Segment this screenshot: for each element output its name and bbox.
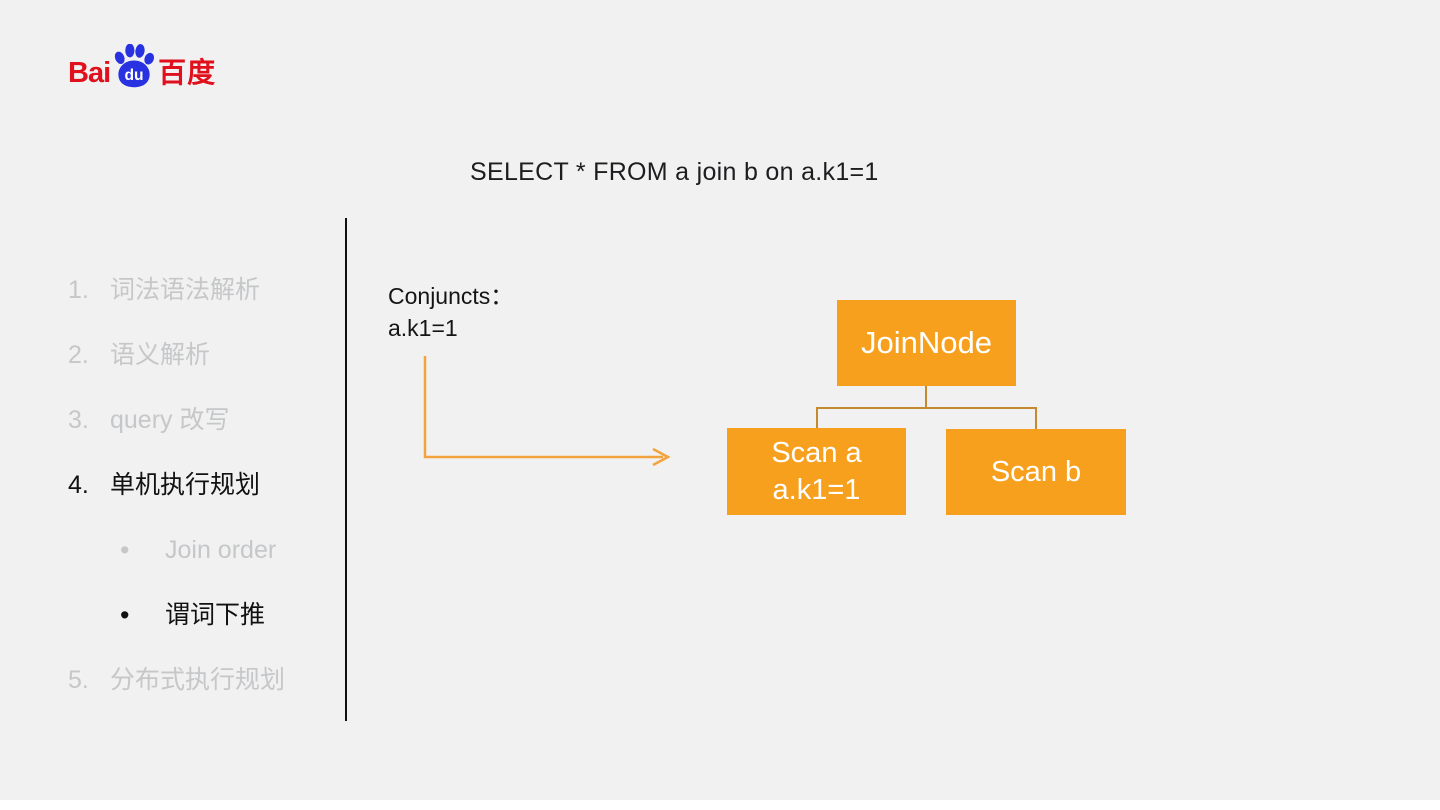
item-label: 单机执行规划 [110, 471, 261, 499]
item-label: 分布式执行规划 [110, 666, 286, 694]
conjuncts-annotation: Conjuncts： a.k1=1 [388, 280, 513, 344]
item-label: 词法语法解析 [110, 276, 261, 304]
baidu-logo-chinese-text: 百度 [158, 57, 217, 88]
join-node-label: JoinNode [861, 325, 992, 360]
join-node-box: JoinNode [837, 300, 1016, 386]
baidu-logo: Bai du 百度 [68, 43, 217, 90]
scan-a-label: Scan a [771, 436, 862, 469]
tree-connector-lines [816, 386, 1037, 430]
scan-b-label: Scan b [990, 455, 1082, 488]
svg-text:du: du [125, 67, 144, 84]
agenda-item-query-rewrite: 3. query 改写 [68, 407, 285, 434]
scan-a-node-box: Scan a a.k1=1 [727, 428, 906, 515]
baidu-paw-icon: du [111, 43, 157, 90]
sql-query-title: SELECT * FROM a join b on a.k1=1 [470, 158, 879, 186]
agenda-list: 1. 词法语法解析 2. 语义解析 3. query 改写 4. 单机执行规划 … [68, 277, 285, 694]
baidu-logo-bai-text: Bai [68, 57, 111, 89]
agenda-item-semantic-parse: 2. 语义解析 [68, 342, 285, 369]
divider-line [345, 218, 347, 721]
item-label: query 改写 [110, 406, 230, 434]
annotation-arrow [423, 356, 671, 467]
bottom-white-strip [0, 800, 1440, 810]
item-number: 4. [68, 471, 89, 499]
agenda-subitem-join-order: • Join order [68, 537, 285, 564]
scan-b-node-box: Scan b [946, 429, 1126, 515]
conjuncts-predicate: a.k1=1 [388, 315, 458, 341]
item-number: 3. [68, 406, 89, 434]
item-number: 2. [68, 341, 89, 369]
item-number: 1. [68, 276, 89, 304]
scan-a-predicate: a.k1=1 [772, 473, 861, 506]
agenda-item-single-node-plan: 4. 单机执行规划 [68, 472, 285, 499]
item-number: 5. [68, 666, 89, 694]
agenda-item-lexical-parse: 1. 词法语法解析 [68, 277, 285, 304]
agenda-subitem-predicate-pushdown: • 谓词下推 [68, 602, 285, 629]
bullet-icon: • [120, 600, 130, 630]
item-label: 谓词下推 [165, 601, 266, 629]
item-label: Join order [165, 536, 277, 564]
bullet-icon: • [120, 535, 130, 565]
agenda-item-distributed-plan: 5. 分布式执行规划 [68, 667, 285, 694]
item-label: 语义解析 [110, 341, 211, 369]
conjuncts-label: Conjuncts： [388, 283, 514, 309]
